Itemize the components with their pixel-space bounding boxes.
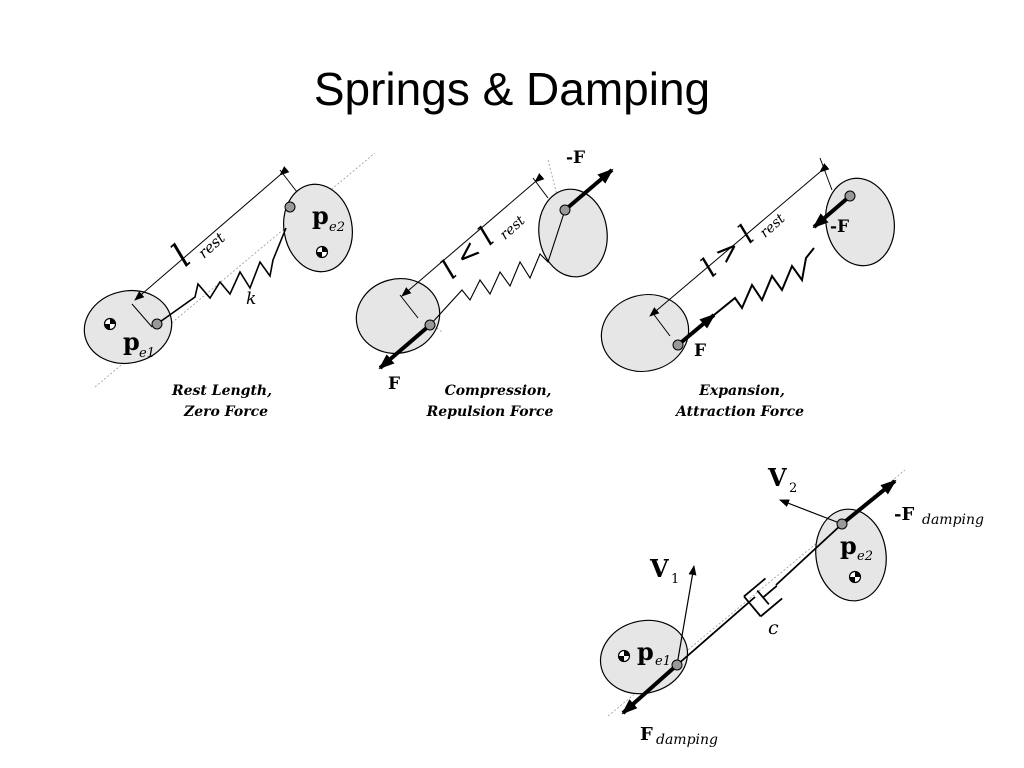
dim-tick-right (532, 177, 549, 199)
dim-tick-left (651, 311, 671, 337)
point-e1 (672, 339, 684, 351)
damping-coefficient-label: c (768, 617, 779, 639)
force-arrow-pos (676, 313, 716, 347)
force-neg-label: -F (830, 217, 849, 237)
caption-line1: Rest Length, (171, 383, 272, 399)
point-e2-label: p (312, 201, 329, 230)
force-arrow-neg (812, 194, 852, 229)
force-arrow-pos (378, 323, 432, 370)
svg-text:rest: rest (757, 211, 789, 242)
point-e2 (836, 518, 848, 530)
panel-expansion: l > l rest -F F Expansion, Attraction Fo… (600, 157, 895, 420)
center-of-mass-icon (103, 317, 117, 331)
particle-body-e1 (83, 290, 173, 364)
v2-sub: 2 (789, 481, 797, 496)
force-arrow-pos (621, 663, 679, 715)
v1-sub: 1 (671, 572, 679, 587)
particle-body-e1 (600, 293, 690, 373)
force-arrow-neg (563, 168, 614, 212)
dim-tick-right (819, 157, 833, 191)
velocity-arrow-1 (676, 565, 697, 666)
point-e1 (151, 318, 163, 330)
point-e1 (424, 319, 436, 331)
point-e2-sub: e2 (857, 549, 873, 564)
point-e1-sub: e1 (655, 654, 671, 669)
point-e2-label: p (840, 531, 857, 560)
svg-text:l: l (164, 238, 199, 275)
force-neg-label: -F (894, 504, 914, 525)
slide-title: Springs & Damping (313, 63, 711, 115)
damper-rod-left (676, 596, 756, 666)
point-e1-label: p (637, 637, 654, 666)
velocity-arrow-2 (779, 499, 843, 525)
point-e2-sub: e2 (329, 220, 345, 235)
point-e2 (559, 204, 571, 216)
point-e2 (844, 190, 856, 202)
panel-rest-length: l rest k p e1 p e2 Rest Length, Zero For… (83, 152, 376, 420)
caption-line1: Expansion, (698, 383, 785, 399)
dimension-line (401, 173, 545, 297)
particle-body-e2 (538, 188, 608, 278)
point-e1-label: p (123, 327, 140, 356)
dim-tick-right (279, 169, 298, 193)
svg-text:rest: rest (497, 213, 529, 244)
dimension-line (134, 166, 290, 301)
length-label: l > l rest (695, 211, 789, 284)
force-arrow-neg (840, 479, 897, 526)
center-of-mass-icon (848, 570, 862, 584)
center-of-mass-icon (315, 245, 329, 259)
svg-text:l < l: l < l (435, 221, 501, 285)
caption-line2: Repulsion Force (426, 404, 554, 420)
force-pos-sub: damping (656, 732, 718, 748)
caption-line1: Compression, (445, 383, 552, 399)
dim-tick-left (131, 303, 153, 328)
svg-text:l > l: l > l (695, 219, 761, 283)
point-e2 (284, 201, 296, 213)
point-e1-sub: e1 (139, 346, 155, 361)
particle-body-e1 (355, 278, 441, 354)
panel-compression: l < l rest -F F Compression, Repulsion F… (355, 148, 614, 420)
center-of-mass-icon (617, 649, 631, 663)
force-neg-label: -F (566, 148, 585, 168)
dashpot (743, 577, 783, 618)
dim-tick-left (399, 294, 419, 319)
force-pos-label: F (694, 341, 706, 361)
svg-text:rest: rest (195, 228, 230, 262)
dimension-line (649, 163, 830, 317)
v1-label: V (649, 554, 669, 583)
force-pos-label: F (640, 724, 653, 745)
v2-label: V (767, 463, 787, 492)
caption-line2: Zero Force (183, 404, 268, 420)
point-e1 (671, 659, 683, 671)
force-neg-sub: damping (922, 512, 984, 528)
spring (713, 247, 815, 316)
damper-rod-right (775, 523, 843, 586)
caption-line2: Attraction Force (674, 404, 804, 420)
spring-constant-label: k (246, 289, 256, 309)
panel-damping: V 1 V 2 c p e1 p e2 -F damping F damping (599, 463, 984, 748)
force-pos-label: F (388, 374, 400, 394)
